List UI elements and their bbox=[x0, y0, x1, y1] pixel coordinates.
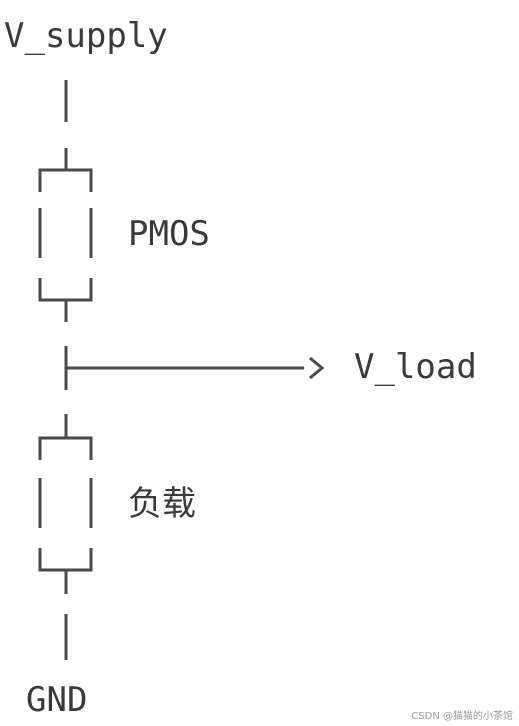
load-top-bracket bbox=[38, 436, 93, 460]
pmos-bottom-bracket bbox=[38, 278, 93, 302]
load-node-label: V_load bbox=[354, 347, 477, 387]
supply-label: V_supply bbox=[4, 16, 168, 56]
pmos-top-bracket bbox=[38, 168, 93, 192]
load-node bbox=[64, 346, 325, 390]
load-element-label: 负载 bbox=[128, 484, 196, 524]
pmos-label: PMOS bbox=[128, 214, 210, 254]
ground-label: GND bbox=[26, 680, 88, 720]
watermark: CSDN @猫猫的小茶馆 bbox=[411, 711, 513, 722]
load-bottom-bracket bbox=[38, 548, 93, 572]
pmos-element bbox=[38, 148, 93, 322]
load-node-arrowhead bbox=[309, 356, 325, 380]
load-element bbox=[38, 414, 93, 594]
